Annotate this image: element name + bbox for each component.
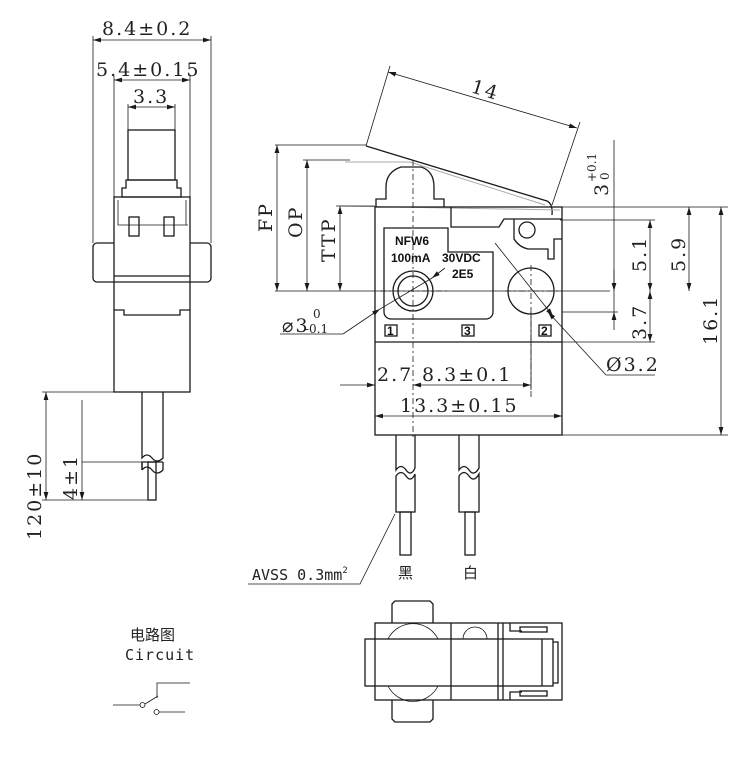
svg-text:0: 0 bbox=[598, 172, 612, 180]
lever bbox=[365, 145, 553, 216]
circuit-title-cn: 电路图 bbox=[130, 626, 175, 644]
dim-16-1: 16.1 bbox=[700, 295, 722, 345]
dim-5-1: 5.1 bbox=[629, 236, 651, 272]
marking-code: 2E5 bbox=[452, 267, 474, 281]
side-view: 8.4±0.2 5.4±0.15 3.3 120±10 4±1 bbox=[24, 18, 212, 540]
dim-hole-small: ⌀3 0 -0.1 bbox=[282, 307, 328, 337]
svg-text:⌀3: ⌀3 bbox=[282, 315, 310, 337]
dim-body-length: 13.3±0.15 bbox=[400, 395, 519, 417]
marking-model: NFW6 bbox=[395, 234, 429, 248]
terminal-1: 1 bbox=[387, 324, 394, 338]
marking-voltage: 30VDC bbox=[442, 251, 481, 265]
dim-width-overall: 8.4±0.2 bbox=[102, 18, 192, 40]
dim-strip-length: 4±1 bbox=[60, 454, 82, 500]
terminal-2: 2 bbox=[541, 324, 548, 338]
dim-5-9: 5.9 bbox=[668, 236, 690, 272]
svg-text:+0.1: +0.1 bbox=[585, 153, 599, 182]
dim-3-7: 3.7 bbox=[629, 304, 651, 340]
svg-text:-0.1: -0.1 bbox=[305, 322, 328, 336]
contact-no bbox=[153, 709, 160, 715]
dim-width-actuator: 3.3 bbox=[133, 86, 169, 108]
svg-text:3: 3 bbox=[591, 182, 613, 196]
dim-2-7: 2.7 bbox=[377, 364, 413, 386]
dim-op: OP bbox=[285, 206, 307, 238]
dim-hole-offset: 3 +0.1 0 bbox=[585, 153, 613, 196]
bottom-view bbox=[364, 600, 563, 723]
dim-fp: FP bbox=[255, 202, 277, 232]
dim-hole-large: Ø3.2 bbox=[606, 354, 660, 376]
terminal-markers: 1 3 2 bbox=[384, 324, 552, 338]
dim-ttp: TTP bbox=[318, 218, 340, 262]
dim-cable-length: 120±10 bbox=[24, 452, 46, 540]
svg-text:0: 0 bbox=[313, 307, 321, 321]
circuit-diagram: 电路图 Circuit bbox=[113, 626, 195, 715]
dim-lever-length: 14 bbox=[469, 76, 502, 105]
dim-width-body: 5.4±0.15 bbox=[96, 59, 200, 81]
wire-spec: AVSS 0.3mm2 bbox=[252, 566, 348, 584]
wire-color-black: 黑 bbox=[398, 564, 413, 582]
front-view: NFW6 100mA 30VDC 2E5 1 3 2 黑 白 AVSS 0.3m… bbox=[248, 65, 728, 585]
dim-hole-pitch: 8.3±0.1 bbox=[422, 364, 512, 386]
marking-current: 100mA bbox=[391, 251, 431, 265]
terminal-3: 3 bbox=[464, 324, 471, 338]
wire-color-white: 白 bbox=[463, 564, 478, 582]
circuit-title-en: Circuit bbox=[125, 646, 195, 664]
contact-common bbox=[139, 702, 146, 708]
